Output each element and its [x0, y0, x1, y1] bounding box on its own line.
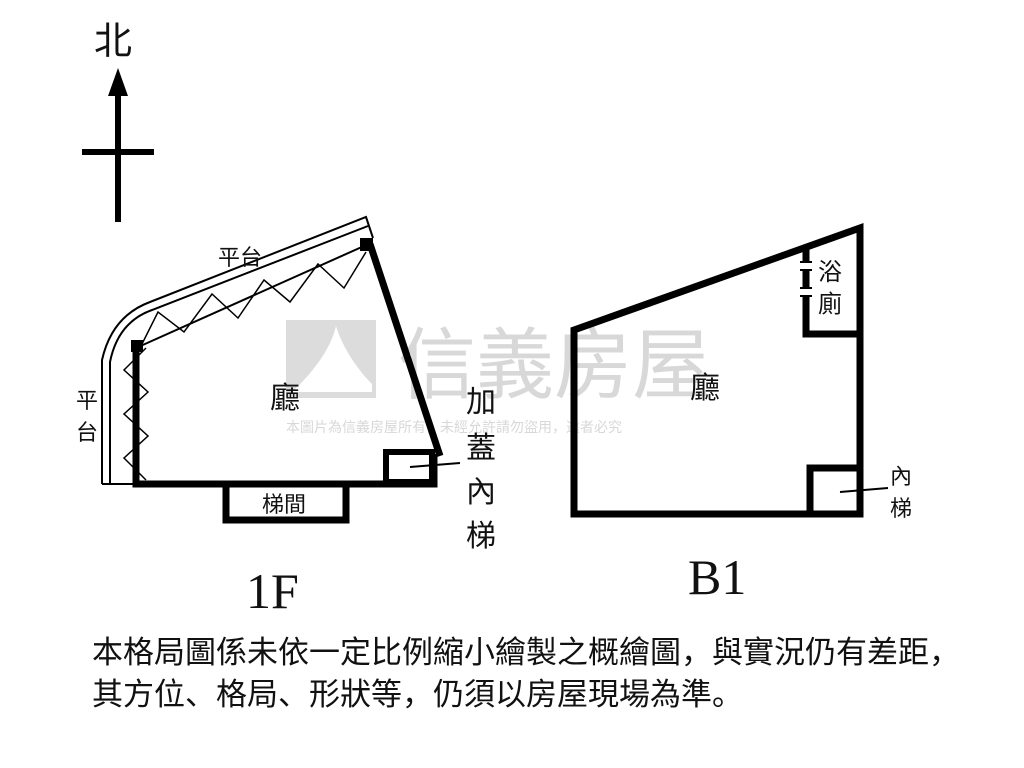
bathroom-label-1: 浴 — [818, 258, 842, 286]
watermark-notice-text: 本圖片為信義房屋所有，未經允許請勿盜用，違者必究 — [286, 419, 622, 436]
floor-b1-plan: 浴 廁 廳 內 梯 B1 — [570, 223, 912, 605]
added-stair-label-1: 加 — [466, 385, 496, 420]
added-stair-box — [383, 449, 435, 485]
window-zigzag-left — [122, 347, 150, 481]
terrace-outline — [101, 215, 374, 484]
floor-1f-plan: 平台 平 台 廳 梯間 加 蓋 內 梯 1F — [76, 215, 496, 619]
north-arrow-icon — [82, 68, 154, 222]
hall-label-1f: 廳 — [270, 381, 300, 416]
floor-1f-label: 1F — [246, 563, 299, 619]
terrace-left-label-1: 平 — [76, 389, 98, 414]
hall-label-b1: 廳 — [690, 371, 720, 406]
inner-stair-label-1: 內 — [890, 465, 912, 490]
room-walls-b1 — [570, 223, 864, 518]
added-stair-label-3: 內 — [466, 475, 496, 510]
added-stair-label-4: 梯 — [466, 519, 496, 554]
disclaimer-note: 本格局圖係未依一定比例縮小繪製之概繪圖，與實況仍有差距，其方位、格局、形狀等，仍… — [92, 635, 960, 713]
compass: 北 — [82, 19, 154, 222]
terrace-top-label: 平台 — [218, 246, 262, 271]
inner-stair-box — [806, 464, 860, 514]
stair-room — [222, 480, 350, 524]
inner-stair-label-2: 梯 — [890, 497, 912, 522]
terrace-left-label-2: 台 — [76, 421, 98, 446]
terrace-inner-outline — [109, 225, 369, 484]
bathroom-label-2: 廁 — [818, 290, 842, 318]
watermark: 信義房屋 本圖片為信義房屋所有，未經允許請勿盜用，違者必究 — [286, 320, 710, 436]
north-label: 北 — [94, 19, 132, 63]
watermark-brand-text: 信義房屋 — [398, 321, 710, 411]
bathroom-walls — [802, 246, 860, 338]
stair-room-label: 梯間 — [262, 493, 306, 518]
added-stair-label-2: 蓋 — [466, 431, 496, 466]
window-zigzag-top — [141, 251, 367, 345]
watermark-logo-icon — [286, 320, 376, 398]
floor-b1-label: B1 — [688, 549, 746, 605]
